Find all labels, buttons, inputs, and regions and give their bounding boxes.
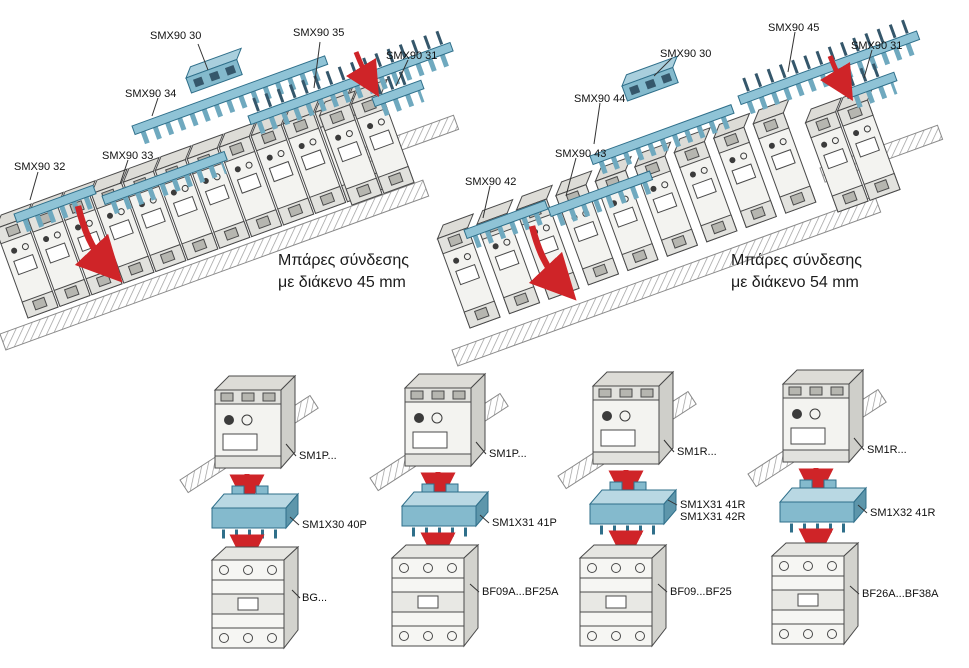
insert-arrow-right-small (819, 55, 854, 102)
label-adapter-3-line1: SM1X31 41R (680, 499, 746, 511)
label-smx90-43: SMX90 43 (555, 148, 607, 160)
caption-54mm: Μπάρες σύνδεσης με διάκενο 54 mm (731, 250, 862, 294)
label-breaker-3: SM1R... (677, 446, 717, 458)
busbar-block-smx90-30-right (618, 55, 687, 102)
label-smx90-44: SMX90 44 (574, 93, 626, 105)
caption-45mm: Μπάρες σύνδεσης με διάκενο 45 mm (278, 250, 409, 294)
busbar-smx90-33 (101, 150, 228, 215)
adapter-plate-group2 (402, 484, 488, 532)
busbar-smx90-44 (589, 104, 735, 175)
leader-lines-group3 (657, 439, 678, 593)
label-smx90-32: SMX90 32 (14, 161, 66, 173)
insert-arrow-right-big (528, 225, 577, 301)
busbar-smx90-42 (463, 199, 549, 249)
label-adapter-1: SM1X30 40P (302, 519, 367, 531)
busbar-smx90-43 (547, 170, 654, 227)
label-adapter-3: SM1X31 41R SM1X31 42R (680, 499, 745, 523)
label-adapter-2: SM1X31 41P (492, 517, 557, 529)
contactor-group3 (579, 544, 667, 647)
label-contactor-4: BF26A...BF38A (862, 588, 939, 600)
caption-line: Μπάρες σύνδεσης (731, 252, 862, 269)
label-adapter-4: SM1X32 41R (870, 507, 936, 519)
motor-breaker-group4 (782, 369, 864, 463)
contactor-group1 (211, 546, 299, 649)
leader-lines-group4 (849, 437, 868, 595)
motor-breaker-group1 (214, 375, 296, 469)
label-smx90-31-left: SMX90 31 (386, 50, 438, 62)
label-adapter-3-line2: SM1X31 42R (680, 511, 746, 523)
label-smx90-33: SMX90 33 (102, 150, 154, 162)
insert-arrow-left-big (74, 205, 123, 283)
contactor-group2 (391, 544, 479, 647)
label-smx90-35: SMX90 35 (293, 27, 345, 39)
adapter-plate-group1 (212, 486, 298, 534)
caption-line: Μπάρες σύνδεσης (278, 252, 409, 269)
label-smx90-45: SMX90 45 (768, 22, 820, 34)
leader-lines-right (482, 31, 873, 219)
label-smx90-30-left: SMX90 30 (150, 30, 202, 42)
busbar-smx90-32 (13, 184, 97, 233)
din-rail-right (451, 195, 882, 367)
busbar-smx90-34 (131, 55, 329, 145)
leader-lines-left (29, 41, 409, 201)
contactor-group4 (771, 542, 859, 645)
label-contactor-1: BG... (302, 592, 328, 604)
motor-breaker-group3 (592, 371, 674, 465)
label-smx90-31-right: SMX90 31 (851, 40, 903, 52)
label-contactor-2: BF09A...BF25A (482, 586, 559, 598)
motor-breaker-group2 (404, 373, 486, 467)
busbar-smx90-45 (737, 18, 921, 115)
label-contactor-3: BF09...BF25 (670, 586, 732, 598)
busbar-smx90-31-left (371, 68, 425, 117)
leader-lines-group2 (469, 441, 490, 593)
label-smx90-42: SMX90 42 (465, 176, 517, 188)
caption-line: με διάκενο 45 mm (278, 274, 406, 291)
label-breaker-2: SM1P... (489, 448, 527, 460)
adapter-plate-group4 (780, 480, 866, 528)
insert-arrow-left-small (345, 51, 380, 98)
leader-lines-group1 (285, 443, 301, 599)
label-breaker-1: SM1P... (299, 450, 337, 462)
label-breaker-4: SM1R... (867, 444, 907, 456)
din-rail-left (0, 179, 430, 351)
adapter-plate-group3 (590, 482, 676, 530)
label-smx90-34: SMX90 34 (125, 88, 177, 100)
label-smx90-30-right: SMX90 30 (660, 48, 712, 60)
caption-line: με διάκενο 54 mm (731, 274, 859, 291)
